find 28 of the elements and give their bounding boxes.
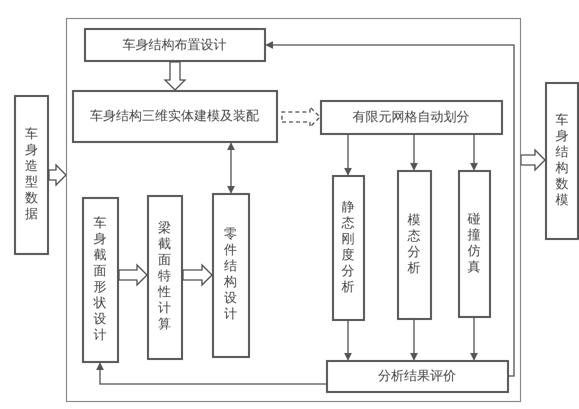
hollow-arrow (118, 263, 148, 287)
arrow (470, 318, 478, 361)
hollow-arrow (163, 61, 187, 91)
process-box: 车身截面形状设计 (82, 196, 118, 362)
process-box: 有限元网格自动划分 (320, 100, 502, 134)
arrow (470, 135, 478, 171)
process-box: 车身结构三维实体建模及装配 (72, 90, 278, 142)
arrow (265, 41, 515, 377)
process-box: 静态刚度分析 (332, 174, 364, 320)
arrow (344, 135, 352, 176)
arrow (344, 321, 352, 361)
process-box: 碰撞仿真 (458, 170, 490, 318)
process-box: 梁截面特性计算 (146, 194, 182, 360)
hollow-arrow (48, 163, 67, 187)
hollow-arrow (281, 105, 321, 129)
process-box: 车身结构数模 (545, 82, 579, 240)
process-box: 车身结构布置设计 (84, 28, 266, 62)
hollow-arrow (182, 263, 213, 287)
process-box: 车身造型数据 (14, 95, 49, 255)
process-box: 零件结构设计 (212, 192, 250, 358)
hollow-arrow (520, 148, 546, 172)
arrow (410, 135, 418, 171)
arrow (96, 362, 326, 385)
frame-box (66, 18, 521, 402)
arrow (410, 320, 418, 361)
process-box: 模态分析 (396, 170, 432, 320)
arrow (227, 142, 235, 194)
process-box: 分析结果评价 (326, 360, 508, 392)
